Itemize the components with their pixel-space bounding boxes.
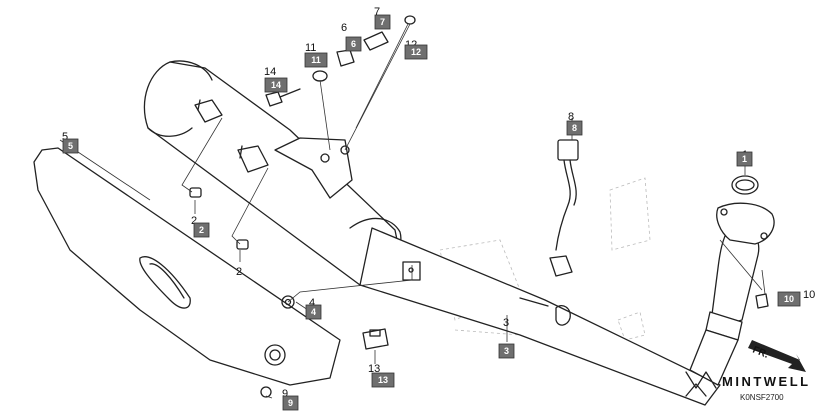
rubber-2-lower bbox=[236, 239, 249, 250]
callout-box-number: 11 bbox=[311, 55, 321, 65]
callout-2b: 2 bbox=[236, 266, 242, 278]
callout-box bbox=[345, 36, 362, 52]
front-direction-arrow-icon: FR. bbox=[748, 340, 806, 372]
callout-number: 10 bbox=[803, 289, 815, 301]
callout-layer: 112223344556677889910101111121213131414 bbox=[62, 6, 815, 411]
callout-box bbox=[736, 151, 753, 167]
callout-box-number: 12 bbox=[411, 47, 421, 57]
callout-number: 9 bbox=[282, 388, 288, 400]
nut-10 bbox=[755, 293, 769, 309]
collar-7 bbox=[363, 31, 389, 51]
heat-shield bbox=[33, 147, 341, 386]
callout-number: 6 bbox=[341, 22, 347, 34]
brand-watermark: MINTWELL K0NSF2700 bbox=[685, 371, 811, 402]
muffler-clip-upper bbox=[194, 99, 223, 123]
muffler-mount-bracket bbox=[274, 137, 353, 199]
callout-number: 4 bbox=[309, 297, 315, 309]
callout-box bbox=[264, 77, 288, 93]
callout-box-number: 1 bbox=[742, 154, 747, 164]
bolt-9 bbox=[260, 386, 272, 398]
callout-box-number: 8 bbox=[572, 123, 577, 133]
exhaust-front-pipe bbox=[689, 202, 775, 386]
callout-box bbox=[566, 120, 583, 136]
muffler-clip-middle bbox=[237, 145, 269, 173]
callout-number: 5 bbox=[62, 131, 68, 143]
callout-box bbox=[62, 138, 79, 154]
callout-box bbox=[404, 44, 428, 60]
callout-10: 10 10 bbox=[777, 289, 815, 307]
callout-box-number: 7 bbox=[380, 17, 385, 27]
callout-box bbox=[374, 14, 391, 30]
callout-1: 11 bbox=[736, 149, 753, 167]
bolt-14 bbox=[265, 88, 301, 107]
callout-box bbox=[498, 343, 515, 359]
callout-number: 13 bbox=[368, 363, 380, 375]
callout-box bbox=[305, 304, 322, 320]
callout-12: 1212 bbox=[404, 39, 428, 60]
washer-12 bbox=[404, 15, 416, 25]
nut-6 bbox=[336, 49, 355, 67]
callout-box-number: 2 bbox=[199, 225, 204, 235]
callout-number: 2 bbox=[236, 266, 242, 278]
callout-box bbox=[282, 395, 299, 411]
callout-9: 99 bbox=[282, 388, 299, 411]
callout-7: 77 bbox=[374, 6, 391, 30]
muffler-clip-lower bbox=[402, 261, 421, 281]
clip-13 bbox=[362, 328, 389, 350]
callout-5: 55 bbox=[62, 131, 79, 154]
washer-4 bbox=[281, 295, 295, 309]
callout-box bbox=[777, 291, 801, 307]
callout-box bbox=[304, 52, 328, 68]
callout-box bbox=[371, 372, 395, 388]
gasket-ring bbox=[731, 175, 759, 195]
callout-box-number: 10 bbox=[784, 294, 794, 304]
callout-number: 14 bbox=[264, 66, 276, 78]
callout-4: 44 bbox=[305, 297, 322, 320]
diagram-code: K0NSF2700 bbox=[740, 393, 784, 402]
callout-box-number: 5 bbox=[68, 141, 73, 151]
callout-number: 2 bbox=[191, 215, 197, 227]
callout-number: 3 bbox=[503, 317, 509, 329]
rubber-2-upper bbox=[189, 187, 202, 198]
callout-box-number: 14 bbox=[271, 80, 281, 90]
callout-number: 11 bbox=[305, 42, 316, 54]
callout-box bbox=[193, 222, 210, 238]
callout-2a: 22 bbox=[191, 215, 210, 238]
callout-8: 88 bbox=[566, 111, 583, 136]
callout-6: 66 bbox=[341, 22, 362, 52]
leader-lines bbox=[59, 23, 766, 399]
callout-box-number: 9 bbox=[288, 398, 293, 408]
oxygen-sensor bbox=[549, 139, 579, 277]
callout-3: 33 bbox=[498, 317, 515, 359]
callout-number: 8 bbox=[568, 111, 574, 123]
callout-number: 7 bbox=[374, 6, 380, 18]
callout-box-number: 3 bbox=[504, 346, 509, 356]
callout-box-number: 6 bbox=[351, 39, 356, 49]
callout-box-number: 4 bbox=[311, 307, 316, 317]
watermark-text: MINTWELL bbox=[722, 374, 811, 389]
callout-box-number: 13 bbox=[378, 375, 388, 385]
washer-11 bbox=[312, 70, 328, 82]
